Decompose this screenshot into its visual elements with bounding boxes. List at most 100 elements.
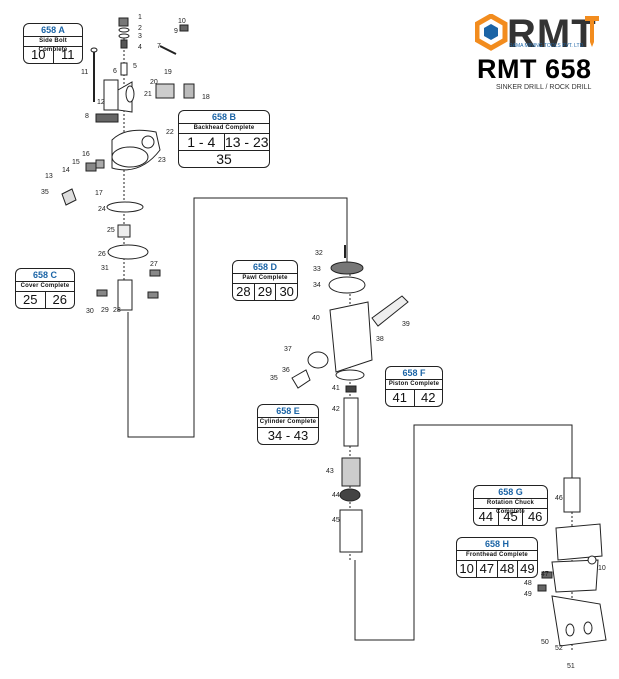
part-label-30: 30 (86, 308, 94, 315)
assembly-part: 10 (24, 47, 54, 63)
model-title: RMT 658 (477, 54, 592, 84)
assembly-part: 13 - 23 (224, 134, 269, 150)
part-label-37: 37 (284, 346, 292, 353)
part-label-52: 52 (555, 645, 563, 652)
backhead-parts (61, 17, 195, 311)
part-label-25: 25 (107, 227, 115, 234)
assembly-part: 42 (421, 390, 436, 405)
assembly-title: Side Bolt Complete (24, 37, 82, 53)
part-label-10: 10 (178, 18, 186, 25)
part-label-40: 40 (312, 315, 320, 322)
part-label-13: 13 (45, 173, 53, 180)
assembly-title: Cylinder Complete (258, 418, 318, 428)
assembly-part: 10 (457, 561, 478, 577)
part-label-2: 2 (138, 25, 142, 32)
assembly-code: 658 F (386, 367, 442, 380)
cylinder-parts (291, 245, 409, 553)
part-label-41: 41 (332, 385, 340, 392)
brand-tagline: RAMA MINING TOOLS PVT. LTD. (509, 43, 585, 49)
part-label-28: 28 (113, 307, 121, 314)
assembly-part: 34 - 43 (267, 428, 309, 443)
assembly-part: 30 (279, 284, 294, 299)
part-label-12: 12 (97, 99, 105, 106)
brand-name: RMT (507, 12, 597, 56)
part-label-35b: 35 (270, 375, 278, 382)
assembly-part: 11 (61, 47, 75, 62)
part-label-16: 16 (82, 151, 90, 158)
assembly-title: Pawl Complete (233, 274, 297, 284)
connector-line (127, 197, 348, 438)
assembly-part: 25 (16, 292, 46, 308)
assembly-part: 29 (255, 284, 277, 300)
assembly-code: 658 C (16, 269, 74, 282)
part-label-6: 6 (113, 68, 117, 75)
part-label-46: 46 (555, 495, 563, 502)
part-label-31: 31 (101, 265, 109, 272)
part-label-48: 48 (524, 580, 532, 587)
part-label-15: 15 (72, 159, 80, 166)
part-label-42: 42 (332, 406, 340, 413)
part-label-29: 29 (101, 307, 109, 314)
part-label-47: 47 (541, 571, 549, 578)
part-label-50: 50 (541, 639, 549, 646)
assembly-code: 658 H (457, 538, 537, 551)
assembly-code: 658 D (233, 261, 297, 274)
part-label-36: 36 (282, 367, 290, 374)
assembly-code: 658 G (474, 486, 547, 499)
part-label-32: 32 (315, 250, 323, 257)
part-label-21: 21 (144, 91, 152, 98)
part-label-39: 39 (402, 321, 410, 328)
part-label-10b: 10 (598, 565, 606, 572)
assembly-part: 26 (52, 292, 67, 307)
part-label-8: 8 (85, 113, 89, 120)
assembly-code: 658 B (179, 111, 269, 124)
assembly-box-658c: 658 C Cover Complete 25 26 (15, 268, 75, 309)
part-label-49: 49 (524, 591, 532, 598)
part-label-22: 22 (166, 129, 174, 136)
fronthead-parts (537, 477, 607, 647)
assembly-part: 28 (233, 284, 255, 300)
assembly-part: 35 (216, 151, 232, 167)
assembly-part: 44 (474, 509, 499, 525)
assembly-part: 45 (499, 509, 524, 525)
assembly-title: Cover Complete (16, 282, 74, 292)
part-label-1: 1 (138, 14, 142, 21)
assembly-box-658e: 658 E Cylinder Complete 34 - 43 (257, 404, 319, 445)
assembly-box-658a: 658 A Side Bolt Complete 10 11 (23, 23, 83, 64)
part-label-7: 7 (157, 43, 161, 50)
part-label-43: 43 (326, 468, 334, 475)
part-label-4: 4 (138, 44, 142, 51)
part-label-19: 19 (164, 69, 172, 76)
part-number-labels: 1 2 3 4 5 6 7 8 9 10 11 12 13 14 15 16 1… (41, 14, 606, 670)
assembly-code: 658 A (24, 24, 82, 37)
hexagon-logo-icon (475, 14, 508, 51)
part-label-11: 11 (81, 69, 88, 76)
assembly-title: Fronthead Complete (457, 551, 537, 561)
part-label-26: 26 (98, 251, 106, 258)
model-subtitle: SINKER DRILL / ROCK DRILL (496, 84, 592, 91)
assembly-part: 49 (520, 561, 535, 576)
assembly-title: Rotation Chuck Complete (474, 499, 547, 515)
part-label-27: 27 (150, 261, 158, 268)
assembly-part: 1 - 4 (179, 134, 225, 150)
part-label-20: 20 (150, 79, 158, 86)
assembly-part: 46 (527, 509, 543, 524)
connector-line (354, 424, 573, 641)
assembly-part: 47 (477, 561, 498, 577)
part-label-44: 44 (332, 492, 340, 499)
part-label-18: 18 (202, 94, 210, 101)
assembly-part: 48 (498, 561, 518, 577)
assembly-title: Piston Complete (386, 380, 442, 390)
part-label-14: 14 (62, 167, 70, 174)
part-label-34: 34 (313, 282, 321, 289)
part-label-45: 45 (332, 517, 340, 524)
part-label-23: 23 (158, 157, 166, 164)
part-label-17: 17 (95, 190, 103, 197)
part-label-9: 9 (174, 28, 178, 35)
drill-bit-icon (585, 16, 599, 47)
part-label-35: 35 (41, 189, 49, 196)
